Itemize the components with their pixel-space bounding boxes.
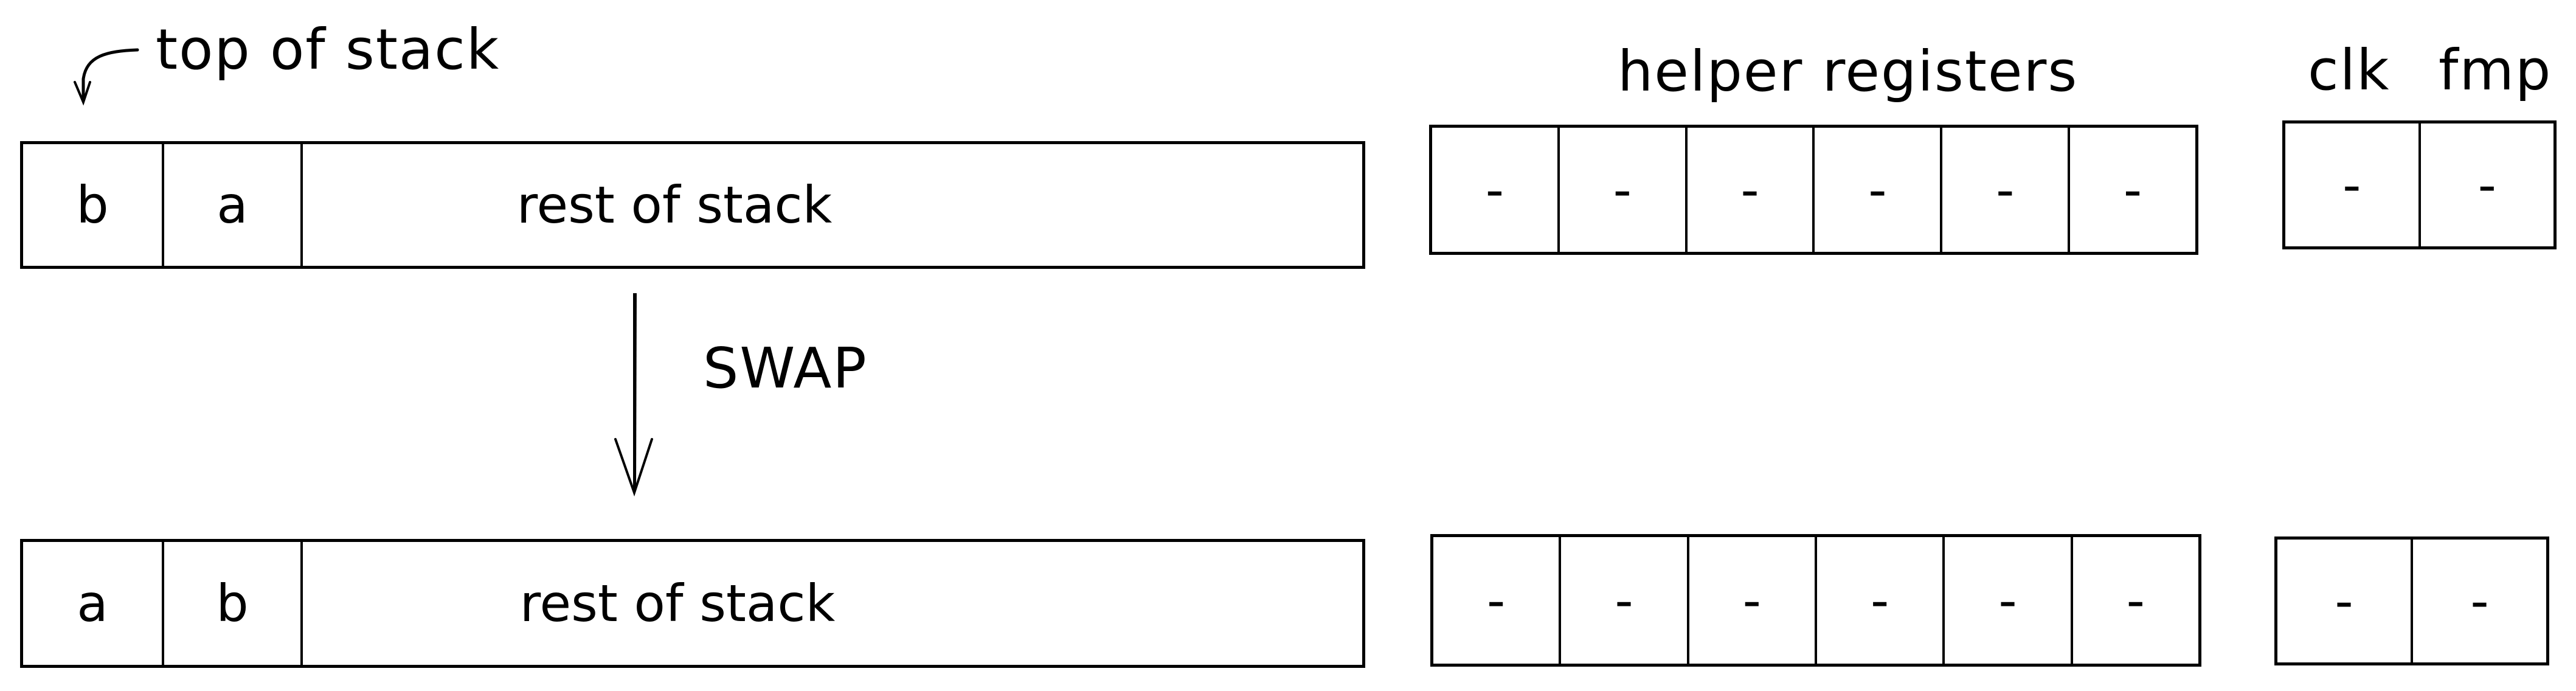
helper-register-before-1: - <box>1557 128 1685 252</box>
stack-after: a b rest of stack <box>20 539 1365 668</box>
stack-before-rest: rest of stack <box>300 144 1362 266</box>
helper-register-after-2-value: - <box>1742 571 1761 630</box>
helper-registers-after: - - - - - - <box>1430 534 2201 667</box>
helper-register-before-3: - <box>1812 128 1940 252</box>
helper-register-after-3-value: - <box>1870 571 1889 630</box>
helper-register-before-0-value: - <box>1485 160 1504 220</box>
helper-register-before-3-value: - <box>1868 160 1887 220</box>
stack-after-rest-label: rest of stack <box>519 574 836 633</box>
fmp-after: - <box>2411 540 2546 662</box>
clk-before-value: - <box>2342 155 2361 215</box>
stack-after-cell-0: a <box>23 542 162 665</box>
helper-register-before-1-value: - <box>1613 160 1632 220</box>
fmp-before-value: - <box>2477 155 2496 215</box>
helper-register-after-5-value: - <box>2126 571 2145 630</box>
helper-register-before-5: - <box>2068 128 2195 252</box>
top-of-stack-label: top of stack <box>156 17 500 82</box>
stack-after-rest: rest of stack <box>300 542 1362 665</box>
helper-register-after-1-value: - <box>1615 571 1633 630</box>
clk-before: - <box>2285 123 2418 246</box>
fmp-after-value: - <box>2470 571 2489 631</box>
helper-register-after-5: - <box>2070 537 2198 664</box>
helper-register-before-5-value: - <box>2123 160 2142 220</box>
helper-register-after-0: - <box>1433 537 1559 664</box>
stack-before-cell-1-value: a <box>216 175 248 235</box>
helper-register-before-2: - <box>1684 128 1813 252</box>
clk-fmp-after: - - <box>2274 536 2549 665</box>
stack-before-rest-label: rest of stack <box>516 175 833 235</box>
helper-register-after-3: - <box>1814 537 1942 664</box>
helper-register-before-0: - <box>1432 128 1557 252</box>
helper-register-before-4: - <box>1940 128 2068 252</box>
fmp-label: fmp <box>2439 38 2552 103</box>
helper-registers-before: - - - - - - <box>1429 125 2198 255</box>
helper-register-after-4: - <box>1942 537 2070 664</box>
stack-after-cell-1-value: b <box>216 574 249 633</box>
clk-after-value: - <box>2335 571 2353 631</box>
swap-operation-label: SWAP <box>703 336 868 401</box>
helper-registers-label: helper registers <box>1618 39 2079 104</box>
helper-register-before-2-value: - <box>1740 160 1759 220</box>
stack-after-cell-1: b <box>162 542 300 665</box>
stack-after-cell-0-value: a <box>77 574 108 633</box>
clk-label: clk <box>2308 38 2391 103</box>
stack-before-cell-0-value: b <box>76 175 109 235</box>
helper-register-after-4-value: - <box>1998 571 2017 630</box>
clk-fmp-before: - - <box>2282 120 2557 249</box>
helper-register-after-1: - <box>1559 537 1686 664</box>
stack-before-cell-0: b <box>23 144 162 266</box>
fmp-before: - <box>2418 123 2554 246</box>
helper-register-after-2: - <box>1686 537 1815 664</box>
helper-register-after-0-value: - <box>1487 571 1506 630</box>
clk-after: - <box>2277 540 2411 662</box>
stack-before: b a rest of stack <box>20 141 1365 269</box>
helper-register-before-4-value: - <box>1996 160 2015 220</box>
stack-before-cell-1: a <box>162 144 300 266</box>
